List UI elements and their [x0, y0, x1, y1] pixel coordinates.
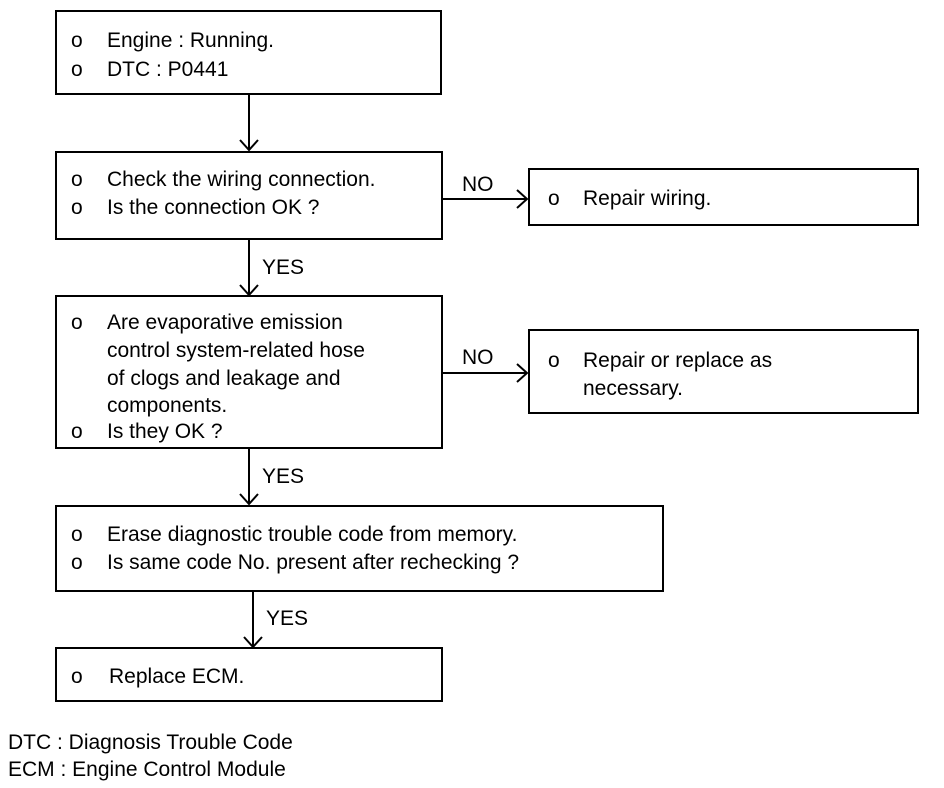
box-repair-wiring-line-1: Repair wiring.	[583, 187, 712, 210]
label-no-wiring: NO	[462, 173, 494, 196]
box-wiring-line-2: Is the connection OK ?	[107, 196, 320, 219]
box-start-line-1: Engine : Running.	[107, 29, 274, 52]
bullet: o	[71, 523, 83, 546]
box-evap-check: o Are evaporative emission control system…	[55, 295, 443, 449]
label-no-evap: NO	[462, 346, 494, 369]
bullet: o	[71, 29, 83, 52]
arrowhead-start-to-wiring	[239, 139, 259, 152]
box-erase-dtc: o Erase diagnostic trouble code from memo…	[55, 505, 664, 592]
bullet: o	[71, 58, 83, 81]
box-evap-line-1: Are evaporative emission	[107, 311, 343, 334]
bullet: o	[71, 311, 83, 334]
box-start-line-2: DTC : P0441	[107, 58, 229, 81]
bullet: o	[71, 420, 83, 443]
box-wiring-line-1: Check the wiring connection.	[107, 168, 376, 191]
label-yes-evap: YES	[262, 465, 305, 488]
bullet: o	[548, 187, 560, 210]
box-wiring-check: o Check the wiring connection. o Is the co…	[55, 151, 443, 240]
bullet: o	[71, 168, 83, 191]
box-repair-replace-line-2: necessary.	[583, 377, 683, 400]
box-evap-line-2: control system-related hose	[107, 339, 365, 362]
box-replace-ecm: o Replace ECM.	[55, 647, 443, 702]
legend-dtc: DTC : Diagnosis Trouble Code	[8, 731, 293, 754]
arrowhead-wiring-to-repair	[516, 189, 529, 209]
box-evap-line-3: of clogs and leakage and	[107, 367, 341, 390]
box-evap-line-5: Is they OK ?	[107, 420, 223, 443]
legend-ecm: ECM : Engine Control Module	[8, 758, 286, 781]
box-replace-ecm-line-1: Replace ECM.	[109, 665, 245, 688]
box-erase-line-2: Is same code No. present after recheckin…	[107, 551, 520, 574]
box-evap-line-4: components.	[107, 394, 228, 417]
box-repair-replace-line-1: Repair or replace as	[583, 349, 773, 372]
arrowhead-evap-to-repair	[516, 363, 529, 383]
bullet: o	[71, 551, 83, 574]
arrowhead-evap-to-erase	[239, 493, 259, 506]
box-erase-line-1: Erase diagnostic trouble code from memor…	[107, 523, 518, 546]
bullet: o	[71, 665, 83, 688]
box-repair-replace: o Repair or replace as necessary.	[528, 329, 919, 414]
bullet: o	[548, 349, 560, 372]
label-yes-wiring: YES	[262, 256, 305, 279]
bullet: o	[71, 196, 83, 219]
box-repair-wiring: o Repair wiring.	[528, 168, 919, 226]
label-yes-erase: YES	[266, 607, 309, 630]
